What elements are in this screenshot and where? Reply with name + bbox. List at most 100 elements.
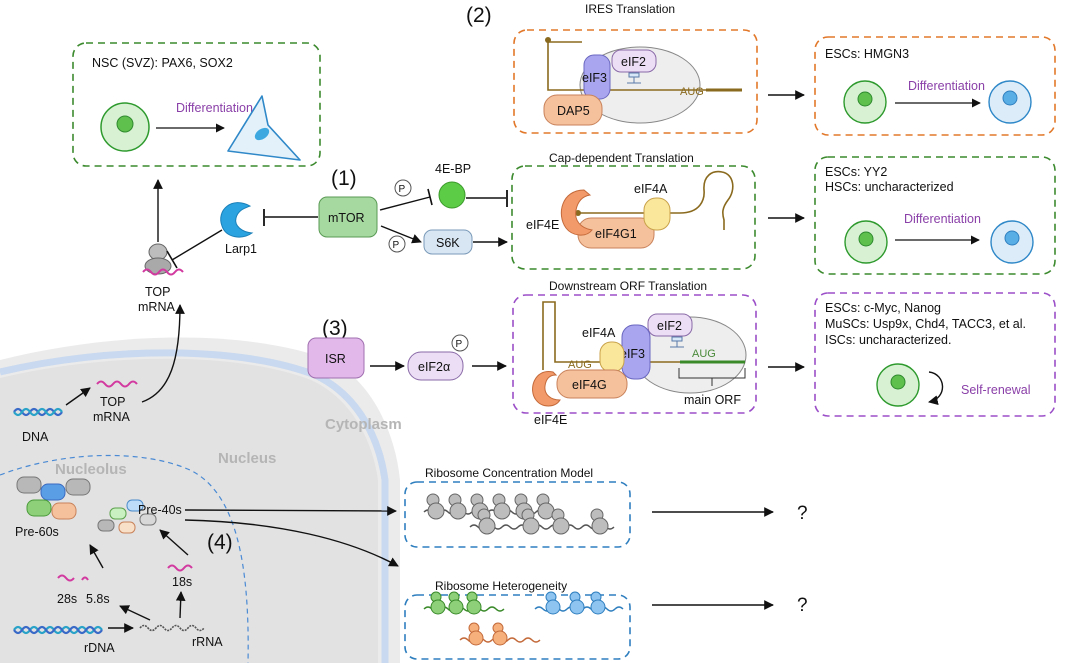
- dorf-outcome-line2: MuSCs: Usp9x, Chd4, TACC3, et al.: [825, 317, 1026, 331]
- 18s-rrna: [167, 564, 193, 572]
- rrna-to-28s-arrow: [119, 605, 151, 621]
- section-number-4: (4): [207, 531, 233, 554]
- dorf-aug1-label: AUG: [568, 359, 592, 371]
- ires-dap5-label: DAP5: [557, 104, 590, 118]
- dorf-eif2: [647, 313, 693, 337]
- phospho-eif2a-badge: P: [451, 334, 469, 352]
- ires-eif2-label: eIF2: [621, 55, 646, 69]
- mtor-node: [318, 196, 378, 238]
- cap-differentiated-cell-icon: [990, 220, 1034, 264]
- dorf-eif3-label: eIF3: [620, 347, 645, 361]
- ires-mrna: [547, 40, 740, 91]
- 28s-label: 28s: [57, 592, 77, 606]
- dorf-trna: [670, 336, 684, 348]
- nuclear-top-label-1: TOP: [100, 395, 125, 409]
- green-heterogeneous-ribosomes: [423, 591, 505, 615]
- top-mrna-label-1: TOP: [145, 285, 170, 299]
- pre60s-label: Pre-60s: [15, 525, 59, 539]
- concentration-box: [404, 481, 631, 548]
- larp1-inhibition-bar: [166, 250, 178, 269]
- isr-label: ISR: [325, 352, 346, 366]
- 18s-to-pre40s-arrow: [159, 529, 189, 556]
- ires-outcome-box: [814, 36, 1056, 136]
- cell-background: [0, 337, 400, 663]
- ires-outcome-title: ESCs: HMGN3: [825, 47, 909, 61]
- 28s-to-pre60s-arrow: [89, 544, 104, 569]
- mtor-label: mTOR: [328, 211, 365, 225]
- heterogeneity-title: Ribosome Heterogeneity: [435, 579, 567, 593]
- s6k-node: [423, 229, 473, 255]
- rdna-label: rDNA: [84, 641, 115, 655]
- rdna-strand-2: [13, 625, 103, 635]
- larp1-label: Larp1: [225, 242, 257, 256]
- pre40s-to-heterogeneity-arrow: [184, 519, 399, 567]
- cap-eif4a: [643, 197, 671, 231]
- heterogeneity-box: [404, 594, 631, 660]
- dna-strand-2: [13, 407, 63, 417]
- dorf-eif2-label: eIF2: [657, 319, 682, 333]
- rrna-to-18s-arrow: [175, 591, 186, 619]
- self-renewal-arrow: [928, 371, 944, 405]
- dorf-eif4g: [556, 369, 628, 399]
- ires-aug-label: AUG: [680, 86, 704, 98]
- nucleolus-label: Nucleolus: [55, 461, 127, 478]
- concentration-result: ?: [797, 503, 808, 524]
- cap-outcome-box: [814, 156, 1056, 275]
- cap-outcome-line2: HSCs: uncharacterized: [825, 180, 954, 194]
- ribosome-on-top-mrna: [142, 243, 184, 276]
- cap-eif4e-label: eIF4E: [526, 218, 559, 232]
- pre40s-label: Pre-40s: [138, 503, 182, 517]
- self-renewal-label: Self-renewal: [961, 383, 1030, 397]
- nucleus-label: Nucleus: [218, 450, 276, 467]
- cap-eif4g1-label: eIF4G1: [595, 227, 637, 241]
- cap-title: Cap-dependent Translation: [549, 151, 694, 165]
- mtor-4ebp-inhibition-line: [379, 196, 431, 211]
- nsc-differentiation-label: Differentiation: [176, 101, 253, 115]
- nuclear-envelope: [0, 349, 389, 663]
- rrna-label: rRNA: [192, 635, 223, 649]
- nuclear-top-mrna: [96, 380, 138, 388]
- top-mrna-label-2: mRNA: [138, 300, 175, 314]
- dna-to-top-arrow: [65, 387, 91, 406]
- dorf-eif4a: [599, 341, 625, 373]
- dorf-title: Downstream ORF Translation: [549, 279, 707, 293]
- cytoplasm-label: Cytoplasm: [325, 416, 402, 433]
- phospho-4ebp-badge: P: [394, 179, 412, 197]
- ires-eif2: [611, 49, 657, 73]
- dorf-outcome-box: [814, 292, 1056, 417]
- 28s-rrna: [57, 574, 75, 582]
- larp1-icon: [220, 202, 254, 238]
- nucleolus-boundary: [0, 454, 249, 663]
- ires-dap5: [543, 94, 603, 126]
- dorf-eif4g-label: eIF4G: [572, 378, 607, 392]
- svg-text:P: P: [393, 240, 400, 251]
- polysome-sparse: [469, 508, 615, 535]
- nucleus-region: [0, 358, 378, 663]
- stem-cell-icon: [100, 102, 150, 152]
- dorf-aug2-label: AUG: [692, 348, 716, 360]
- isr-node: [307, 337, 365, 379]
- s6k-label: S6K: [436, 236, 460, 250]
- dorf-stem-cell-icon: [876, 363, 920, 407]
- section-number-1: (1): [331, 167, 357, 190]
- top-export-arrow: [141, 304, 185, 403]
- 58s-label: 5.8s: [86, 592, 110, 606]
- nuclear-top-label-2: mRNA: [93, 410, 130, 424]
- cap-box: [511, 165, 756, 270]
- larp1-inhibition-line: [171, 229, 223, 261]
- eif2a-node: [407, 351, 464, 381]
- dorf-eif4e-label: eIF4E: [534, 413, 567, 427]
- dorf-outcome-line1: ESCs: c-Myc, Nanog: [825, 301, 941, 315]
- dorf-eif4e: [532, 371, 561, 407]
- pre60s-subunits: [16, 476, 91, 520]
- dorf-box: [512, 294, 757, 414]
- cap-stem-cell-icon: [844, 220, 888, 264]
- ires-differentiation-label: Differentiation: [908, 79, 985, 93]
- pre-rrna: [139, 624, 205, 632]
- neuron-icon: [227, 95, 301, 161]
- dorf-eif4a-label: eIF4A: [582, 326, 616, 340]
- phospho-s6k-badge: P: [388, 235, 406, 253]
- cap-mrna: [578, 170, 734, 230]
- mtor-4ebp-inhibition-bar: [427, 188, 433, 206]
